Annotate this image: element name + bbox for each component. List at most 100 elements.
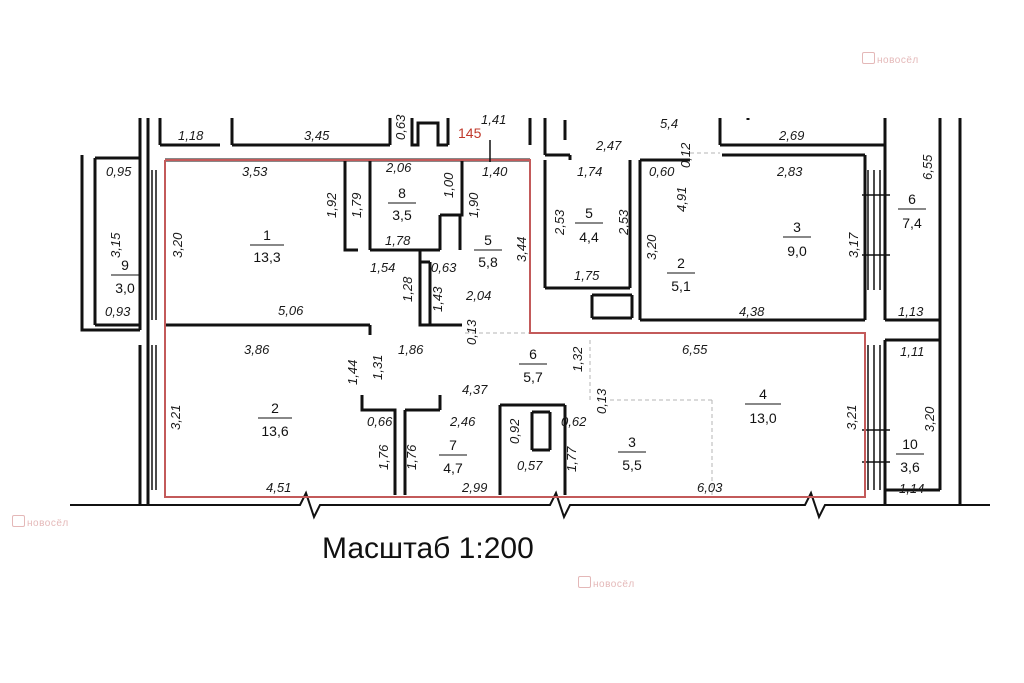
watermark-logo-icon (578, 576, 591, 588)
dimension-label: 1,79 (349, 193, 364, 218)
room-area: 3,6 (900, 459, 920, 475)
room-number: 2 (677, 255, 685, 271)
neighbor-room-10: 10 3,6 (896, 436, 924, 475)
dimension-label: 3,21 (168, 405, 183, 430)
room-area: 3,0 (115, 280, 135, 296)
room-area: 4,7 (443, 460, 463, 476)
room-number: 9 (121, 257, 129, 273)
dimension-label: 1,28 (400, 276, 415, 302)
room-area: 9,0 (787, 243, 807, 259)
watermark-bottom-center: новосёл (578, 576, 635, 590)
top-margin (0, 0, 1024, 115)
dimension-label: 2,47 (595, 138, 622, 153)
dimension-label: 3,20 (922, 406, 937, 432)
dimension-label: 0,13 (464, 319, 479, 345)
room-area: 7,4 (902, 215, 922, 231)
watermark-logo-icon (862, 52, 875, 64)
watermark-text: новосёл (27, 518, 69, 529)
dimension-label: 1,86 (398, 342, 424, 357)
dimension-label: 2,04 (465, 288, 491, 303)
dimension-label: 0,57 (517, 458, 543, 473)
room-area: 13,6 (261, 423, 288, 439)
room-area: 4,4 (579, 229, 599, 245)
dimension-label: 1,00 (441, 172, 456, 198)
room-area: 3,5 (392, 207, 412, 223)
dimension-label: 1,14 (899, 481, 924, 496)
dimension-label: 1,54 (370, 260, 395, 275)
dimension-label: 0,12 (678, 142, 693, 168)
dimension-label: 1,31 (370, 355, 385, 380)
dimension-label: 3,20 (644, 234, 659, 260)
dimension-label: 0,62 (561, 414, 587, 429)
apartment-boundary (164, 159, 866, 498)
dimension-label: 3,53 (242, 164, 268, 179)
neighbor-room-5: 5 4,4 (575, 205, 603, 245)
dimension-label: 3,21 (844, 405, 859, 430)
room-7: 7 4,7 (439, 437, 467, 476)
dimension-label: 1,43 (430, 286, 445, 312)
room-number: 1 (263, 227, 271, 243)
dimension-label: 6,55 (682, 342, 708, 357)
room-number: 4 (759, 386, 767, 402)
room-number: 3 (793, 219, 801, 235)
dimension-label: 2,99 (461, 480, 487, 495)
dimension-label: 1,76 (376, 444, 391, 470)
room-area: 5,8 (478, 254, 498, 270)
dimension-label: 0,63 (393, 114, 408, 140)
marker-label: 145 (458, 125, 482, 141)
dimension-label: 1,74 (577, 164, 602, 179)
dimension-label: 0,60 (649, 164, 675, 179)
room-area: 5,5 (622, 457, 642, 473)
dimension-label: 1,75 (574, 268, 600, 283)
dimension-label: 1,44 (345, 360, 360, 385)
dimension-label: 0,66 (367, 414, 393, 429)
dimension-label: 4,38 (739, 304, 765, 319)
watermark-top-right: новосёл (862, 52, 919, 66)
room-2: 2 13,6 (258, 400, 292, 439)
dimension-label: 3,17 (846, 232, 861, 258)
dimension-label: 0,92 (507, 418, 522, 444)
room-number: 5 (585, 205, 593, 221)
walls (80, 118, 962, 505)
neighbor-room-6: 6 7,4 (898, 191, 926, 231)
room-1: 1 13,3 (250, 227, 284, 265)
dimension-label: 1,90 (466, 192, 481, 218)
room-area: 5,7 (523, 369, 543, 385)
dimension-label: 2,06 (385, 160, 412, 175)
dimension-label: 6,55 (920, 154, 935, 180)
dimension-label: 3,20 (170, 232, 185, 258)
room-4: 4 13,0 (745, 386, 781, 426)
dimension-label: 5,4 (660, 116, 678, 131)
dimension-label: 1,92 (324, 192, 339, 218)
dimension-label: 2,83 (776, 164, 803, 179)
dimension-label: 4,91 (674, 187, 689, 212)
dimension-label: 0,13 (594, 388, 609, 414)
dimension-label: 1,78 (385, 233, 411, 248)
room-number: 10 (902, 436, 918, 452)
dashed-partitions (465, 152, 720, 495)
dimension-label: 5,06 (278, 303, 304, 318)
dimension-label: 2,46 (449, 414, 476, 429)
dimension-label: 1,18 (178, 128, 204, 143)
room-3-lower: 3 5,5 (618, 434, 646, 473)
room-area: 13,0 (749, 410, 776, 426)
dimension-label: 1,13 (898, 304, 924, 319)
dimension-label: 3,15 (108, 232, 123, 258)
dimension-label: 2,69 (778, 128, 804, 143)
watermark-bottom-left: новосёл (12, 515, 69, 529)
neighbor-room-2: 2 5,1 (667, 255, 695, 294)
dimension-label: 1,77 (564, 446, 579, 472)
dimension-label: 3,86 (244, 342, 270, 357)
room-area: 13,3 (253, 249, 280, 265)
room-number: 6 (529, 346, 537, 362)
room-6: 6 5,7 (519, 346, 547, 385)
watermark-text: новосёл (877, 55, 919, 66)
neighbor-room-3: 3 9,0 (783, 219, 811, 259)
room-number: 8 (398, 185, 406, 201)
dimension-label: 4,37 (462, 382, 488, 397)
dimension-label: 3,44 (514, 237, 529, 262)
dimension-label: 3,45 (304, 128, 330, 143)
dimension-label: 1,40 (482, 164, 508, 179)
dimension-label: 1,32 (570, 346, 585, 372)
